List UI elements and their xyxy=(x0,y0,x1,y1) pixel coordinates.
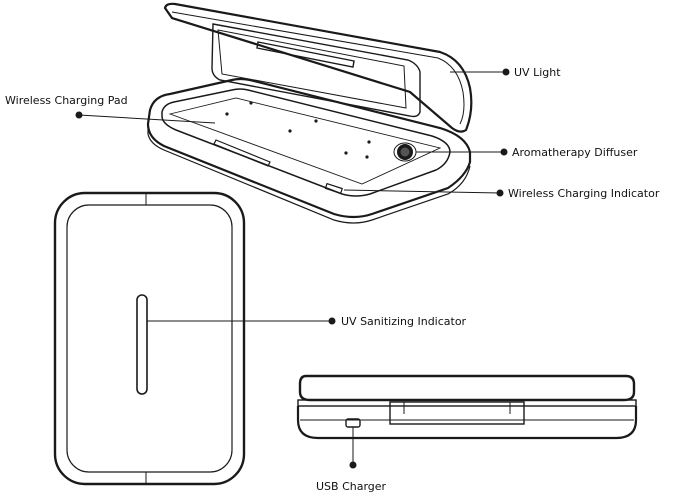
callouts xyxy=(75,68,510,469)
hinge xyxy=(389,401,525,425)
top-view xyxy=(53,191,246,486)
case-lid xyxy=(163,2,473,133)
label-aromatherapy-diffuser: Aromatherapy Diffuser xyxy=(512,146,638,159)
open-case-view xyxy=(146,2,473,224)
uv-light-strip xyxy=(256,41,355,68)
aromatherapy-diffuser xyxy=(393,142,417,162)
pad-dots xyxy=(225,101,371,159)
label-uv-sanitizing-indicator: UV Sanitizing Indicator xyxy=(341,315,467,328)
label-wireless-charging-pad: Wireless Charging Pad xyxy=(5,94,128,107)
label-uv-light: UV Light xyxy=(514,66,561,79)
label-usb-charger: USB Charger xyxy=(316,480,387,493)
label-wireless-charging-indicator: Wireless Charging Indicator xyxy=(508,187,660,200)
wireless-charging-indicator xyxy=(324,182,343,195)
front-view xyxy=(296,374,638,440)
uv-sanitizing-indicator xyxy=(136,294,148,395)
